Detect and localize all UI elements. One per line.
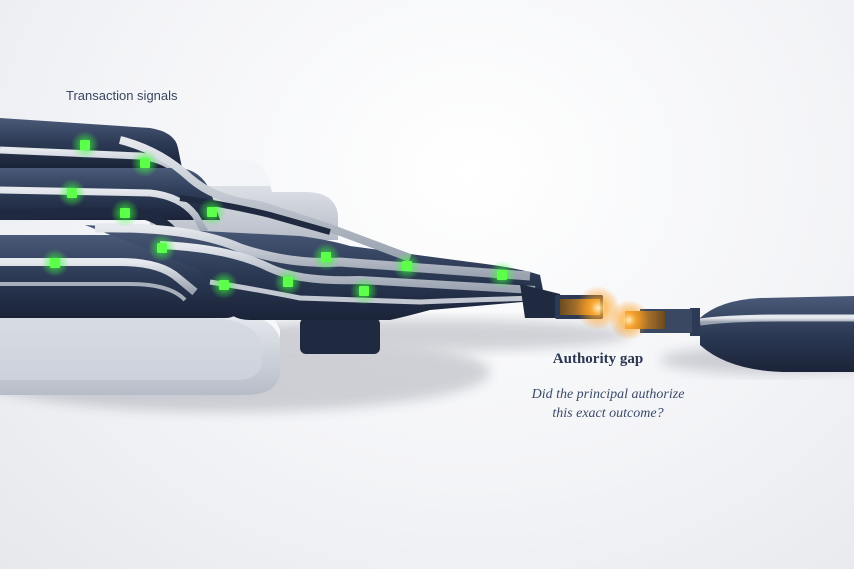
converging-channels <box>85 136 545 320</box>
signal-light-icon <box>393 252 421 280</box>
transaction-signals-label: Transaction signals <box>66 88 178 103</box>
signal-light-icon <box>41 249 69 277</box>
signal-light-icon <box>111 199 139 227</box>
signal-light-icon <box>274 268 302 296</box>
signal-light-icon <box>71 131 99 159</box>
signal-light-icon <box>58 179 86 207</box>
signal-light-icon <box>312 243 340 271</box>
signal-light-icon <box>131 149 159 177</box>
signal-light-icon <box>488 261 516 289</box>
signal-light-icon <box>210 271 238 299</box>
right-connector <box>609 296 854 372</box>
authority-gap-question: Did the principal authorize this exact o… <box>508 385 708 423</box>
signal-light-icon <box>198 198 226 226</box>
gap-question-line-2: this exact outcome? <box>552 406 664 421</box>
base-platform <box>0 300 380 395</box>
signal-lights <box>41 131 516 305</box>
authority-gap-title: Authority gap <box>552 351 644 367</box>
left-connector <box>520 284 620 330</box>
gap-question-line-1: Did the principal authorize <box>531 387 685 402</box>
signal-light-icon <box>350 277 378 305</box>
signal-light-icon <box>148 234 176 262</box>
